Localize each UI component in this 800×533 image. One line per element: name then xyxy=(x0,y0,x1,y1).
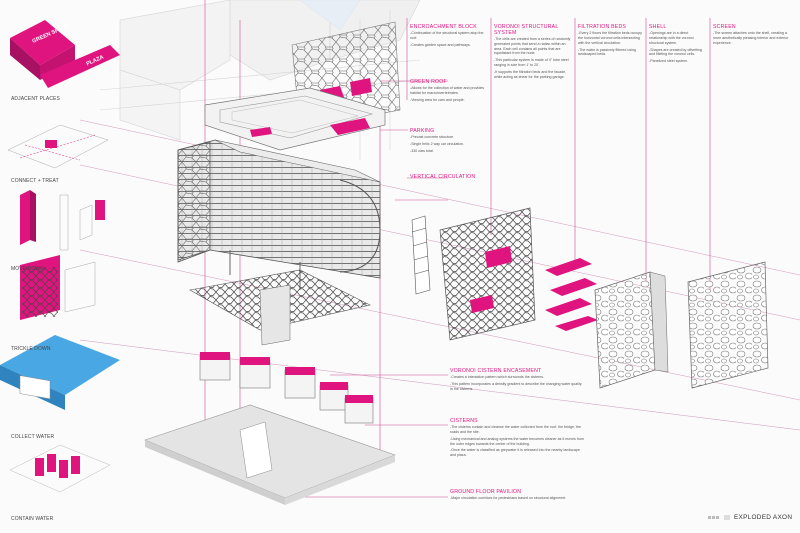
sidebar-diagrams xyxy=(0,20,120,493)
annotation-vertical-circulation: VERTICAL CIRCULATION xyxy=(410,174,476,181)
screen-panels xyxy=(687,261,769,389)
annotation-parking: PARKING -Precast concrete structure. -Si… xyxy=(410,128,488,156)
voronoi-structure xyxy=(439,207,536,341)
annotation-text: -Precast concrete structure. xyxy=(410,134,455,139)
annotation-heading: VORONOI STRUCTURAL SYSTEM xyxy=(494,24,559,36)
annotation-text: -Major circulation corridors for pedestr… xyxy=(450,495,567,500)
annotation-text: -This particular system is made of 4" tu… xyxy=(494,58,569,68)
step-move-down: MOVE DOWN xyxy=(11,266,44,272)
annotation-heading: SHELL xyxy=(649,24,667,30)
ground-floor-pavilion xyxy=(144,404,396,505)
annotation-text: -Single helix 2 way car circulation. xyxy=(410,141,465,146)
contain-water-diagram xyxy=(9,444,111,493)
green-roof xyxy=(204,87,386,151)
cistern-encasement xyxy=(189,269,371,346)
annotation-text: -Using mechanical and analog systems the… xyxy=(450,436,585,446)
annotation-text: -The water is passively filtered using l… xyxy=(578,47,636,57)
annotation-text: -Every 2 floors the filtration beds occu… xyxy=(578,30,642,45)
footer-grid-icon xyxy=(708,515,730,520)
annotation-encroachment: ENCROACHMENT BLOCK -Continuation of the … xyxy=(410,24,488,50)
annotation-filtration: FILTRATION BEDS -Every 2 floors the filt… xyxy=(578,24,643,59)
filtration-beds xyxy=(545,258,598,331)
annotation-heading: VERTICAL CIRCULATION xyxy=(410,174,476,180)
move-down-diagram xyxy=(20,190,105,251)
annotation-heading: FILTRATION BEDS xyxy=(578,24,627,30)
collect-water-diagram xyxy=(0,335,120,410)
annotation-green-roof: GREEN ROOF -Allows for the collection of… xyxy=(410,79,488,105)
annotation-heading: GREEN ROOF xyxy=(410,79,447,85)
annotation-screen: SCREEN -The screen attaches onto the she… xyxy=(713,24,793,48)
annotation-heading: VORONOI CISTERN ENCASEMENT xyxy=(450,368,542,374)
annotation-text: -Continuation of the structural system a… xyxy=(410,30,484,40)
annotation-text: -Shapes are created by offsetting and fi… xyxy=(649,47,702,57)
adjacent-places-diagram xyxy=(10,20,120,88)
annotation-heading: CISTERNS xyxy=(450,418,478,424)
step-trickle-down: TRICKLE DOWN xyxy=(11,346,51,352)
annotation-text: -Once the water is classified as greywat… xyxy=(450,448,580,458)
annotation-text: -The cells are created from a series of … xyxy=(494,36,571,56)
annotation-text: -Openings are in a direct relationship w… xyxy=(649,30,694,45)
step-collect-water: COLLECT WATER xyxy=(11,434,55,440)
step-connect-treat: CONNECT + TREAT xyxy=(11,178,59,184)
parking-garage xyxy=(177,139,381,290)
annotation-text: -The screen attaches onto the shell, cre… xyxy=(713,30,789,45)
cisterns xyxy=(199,352,374,424)
annotation-text: -Viewing area for cars and people. xyxy=(410,97,465,102)
annotation-text: -This pattern incorporates a density gra… xyxy=(450,381,582,391)
step-adjacent-places: ADJACENT PLACES xyxy=(11,96,60,102)
vertical-circulation-stair xyxy=(411,215,431,295)
annotation-heading: PARKING xyxy=(410,128,435,134)
annotation-heading: ENCROACHMENT BLOCK xyxy=(410,24,477,30)
sheet-title: EXPLODED AXON xyxy=(734,514,793,521)
annotation-text: -Creates a interaction pattern which sur… xyxy=(450,374,545,379)
connect-treat-diagram xyxy=(7,124,109,169)
annotation-heading: GROUND FLOOR PAVILION xyxy=(450,489,522,495)
annotation-heading: SCREEN xyxy=(713,24,736,30)
annotation-cisterns: CISTERNS -The cisterns contain and clean… xyxy=(450,418,585,460)
annotation-cistern-encasement: VORONOI CISTERN ENCASEMENT -Creates a in… xyxy=(450,368,585,394)
annotation-text: -It supports the filtration beds and the… xyxy=(494,70,567,79)
annotation-ground-floor: GROUND FLOOR PAVILION -Major circulation… xyxy=(450,489,585,503)
annotation-shell: SHELL -Openings are in a direct relation… xyxy=(649,24,707,66)
annotation-text: -Panelized steel system. xyxy=(649,59,688,64)
step-contain-water: CONTAIN WATER xyxy=(11,516,54,522)
annotation-text: -Allows for the collection of water and … xyxy=(410,85,485,95)
annotation-text: -Creates garden space and pathways. xyxy=(410,42,471,47)
annotation-text: -330 cars total. xyxy=(410,148,434,153)
annotation-text: -The cisterns contain and cleanse the wa… xyxy=(450,424,582,434)
annotation-voronoi-system: VORONOI STRUCTURAL SYSTEM -The cells are… xyxy=(494,24,572,82)
trickle-down-diagram xyxy=(20,255,96,320)
shell-panels xyxy=(594,271,669,389)
